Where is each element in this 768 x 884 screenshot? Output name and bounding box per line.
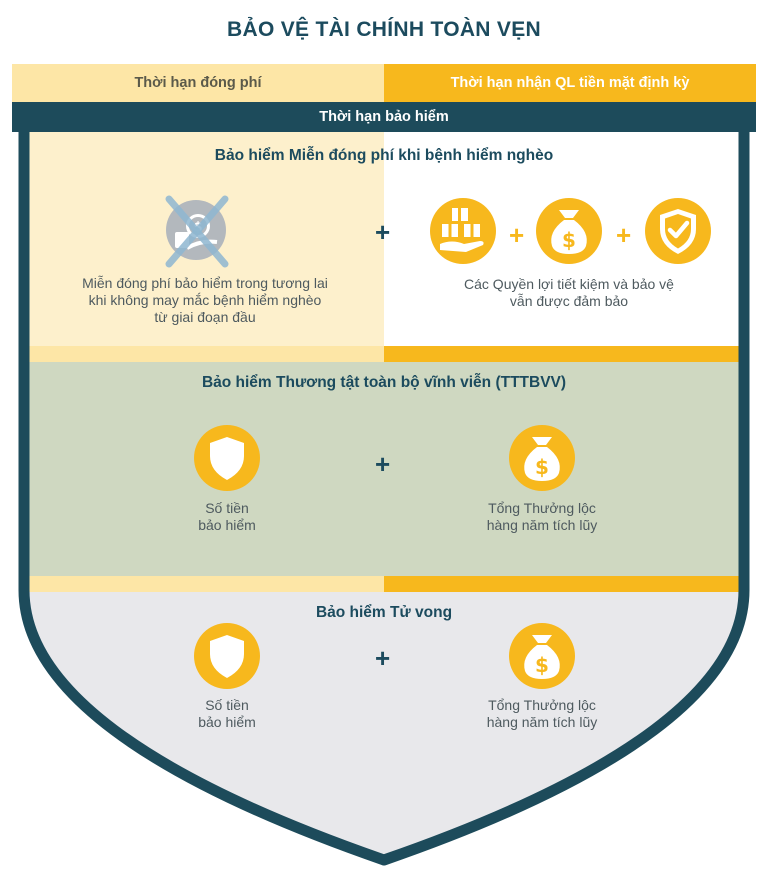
benefits-guaranteed-description: Các Quyền lợi tiết kiệm và bảo vệ vẫn đư… [464,276,674,309]
plus-sign-yellow: + [509,220,525,250]
money-bag-icon: $ [536,198,602,264]
accumulated-bonus-label: Tổng Thưởng lộc hàng năm tích lũy [486,697,598,730]
svg-text:$: $ [535,653,549,677]
plus-sign: + [375,217,391,247]
cash-benefit-term-header: Thời hạn nhận QL tiền mặt định kỳ [384,64,756,102]
shield-icon [194,623,260,689]
sum-assured-label: Số tiền bảo hiểm [198,697,256,730]
section-death-title: Bảo hiểm Tử vong [315,604,453,621]
plus-sign-yellow: + [616,220,632,250]
money-bag-icon: $ [509,623,575,689]
section-critical-illness-title: Bảo hiểm Miễn đóng phí khi bệnh hiểm ngh… [214,147,554,164]
shield-icon [194,425,260,491]
plus-sign: + [375,643,391,673]
gifts-hand-icon [430,198,496,264]
sum-assured-label: Số tiền bảo hiểm [198,500,256,533]
money-bag-icon: $ [509,425,575,491]
section-disability-title: Bảo hiểm Thương tật toàn bộ vĩnh viễn (T… [201,374,567,391]
insurance-term-band: Thời hạn bảo hiểm [12,102,756,132]
premium-waiver-crossed-icon: $ [165,195,229,268]
premium-term-header: Thời hạn đóng phí [12,64,384,102]
shield-check-icon [645,198,711,264]
premium-waiver-description: Miễn đóng phí bảo hiểm trong tương lai k… [82,275,328,325]
svg-text:$: $ [535,455,549,479]
page-title: BẢO VỆ TÀI CHÍNH TOÀN VẸN [227,18,541,41]
plus-sign: + [375,449,391,479]
svg-text:$: $ [562,228,576,252]
accumulated-bonus-label: Tổng Thưởng lộc hàng năm tích lũy [486,500,598,533]
